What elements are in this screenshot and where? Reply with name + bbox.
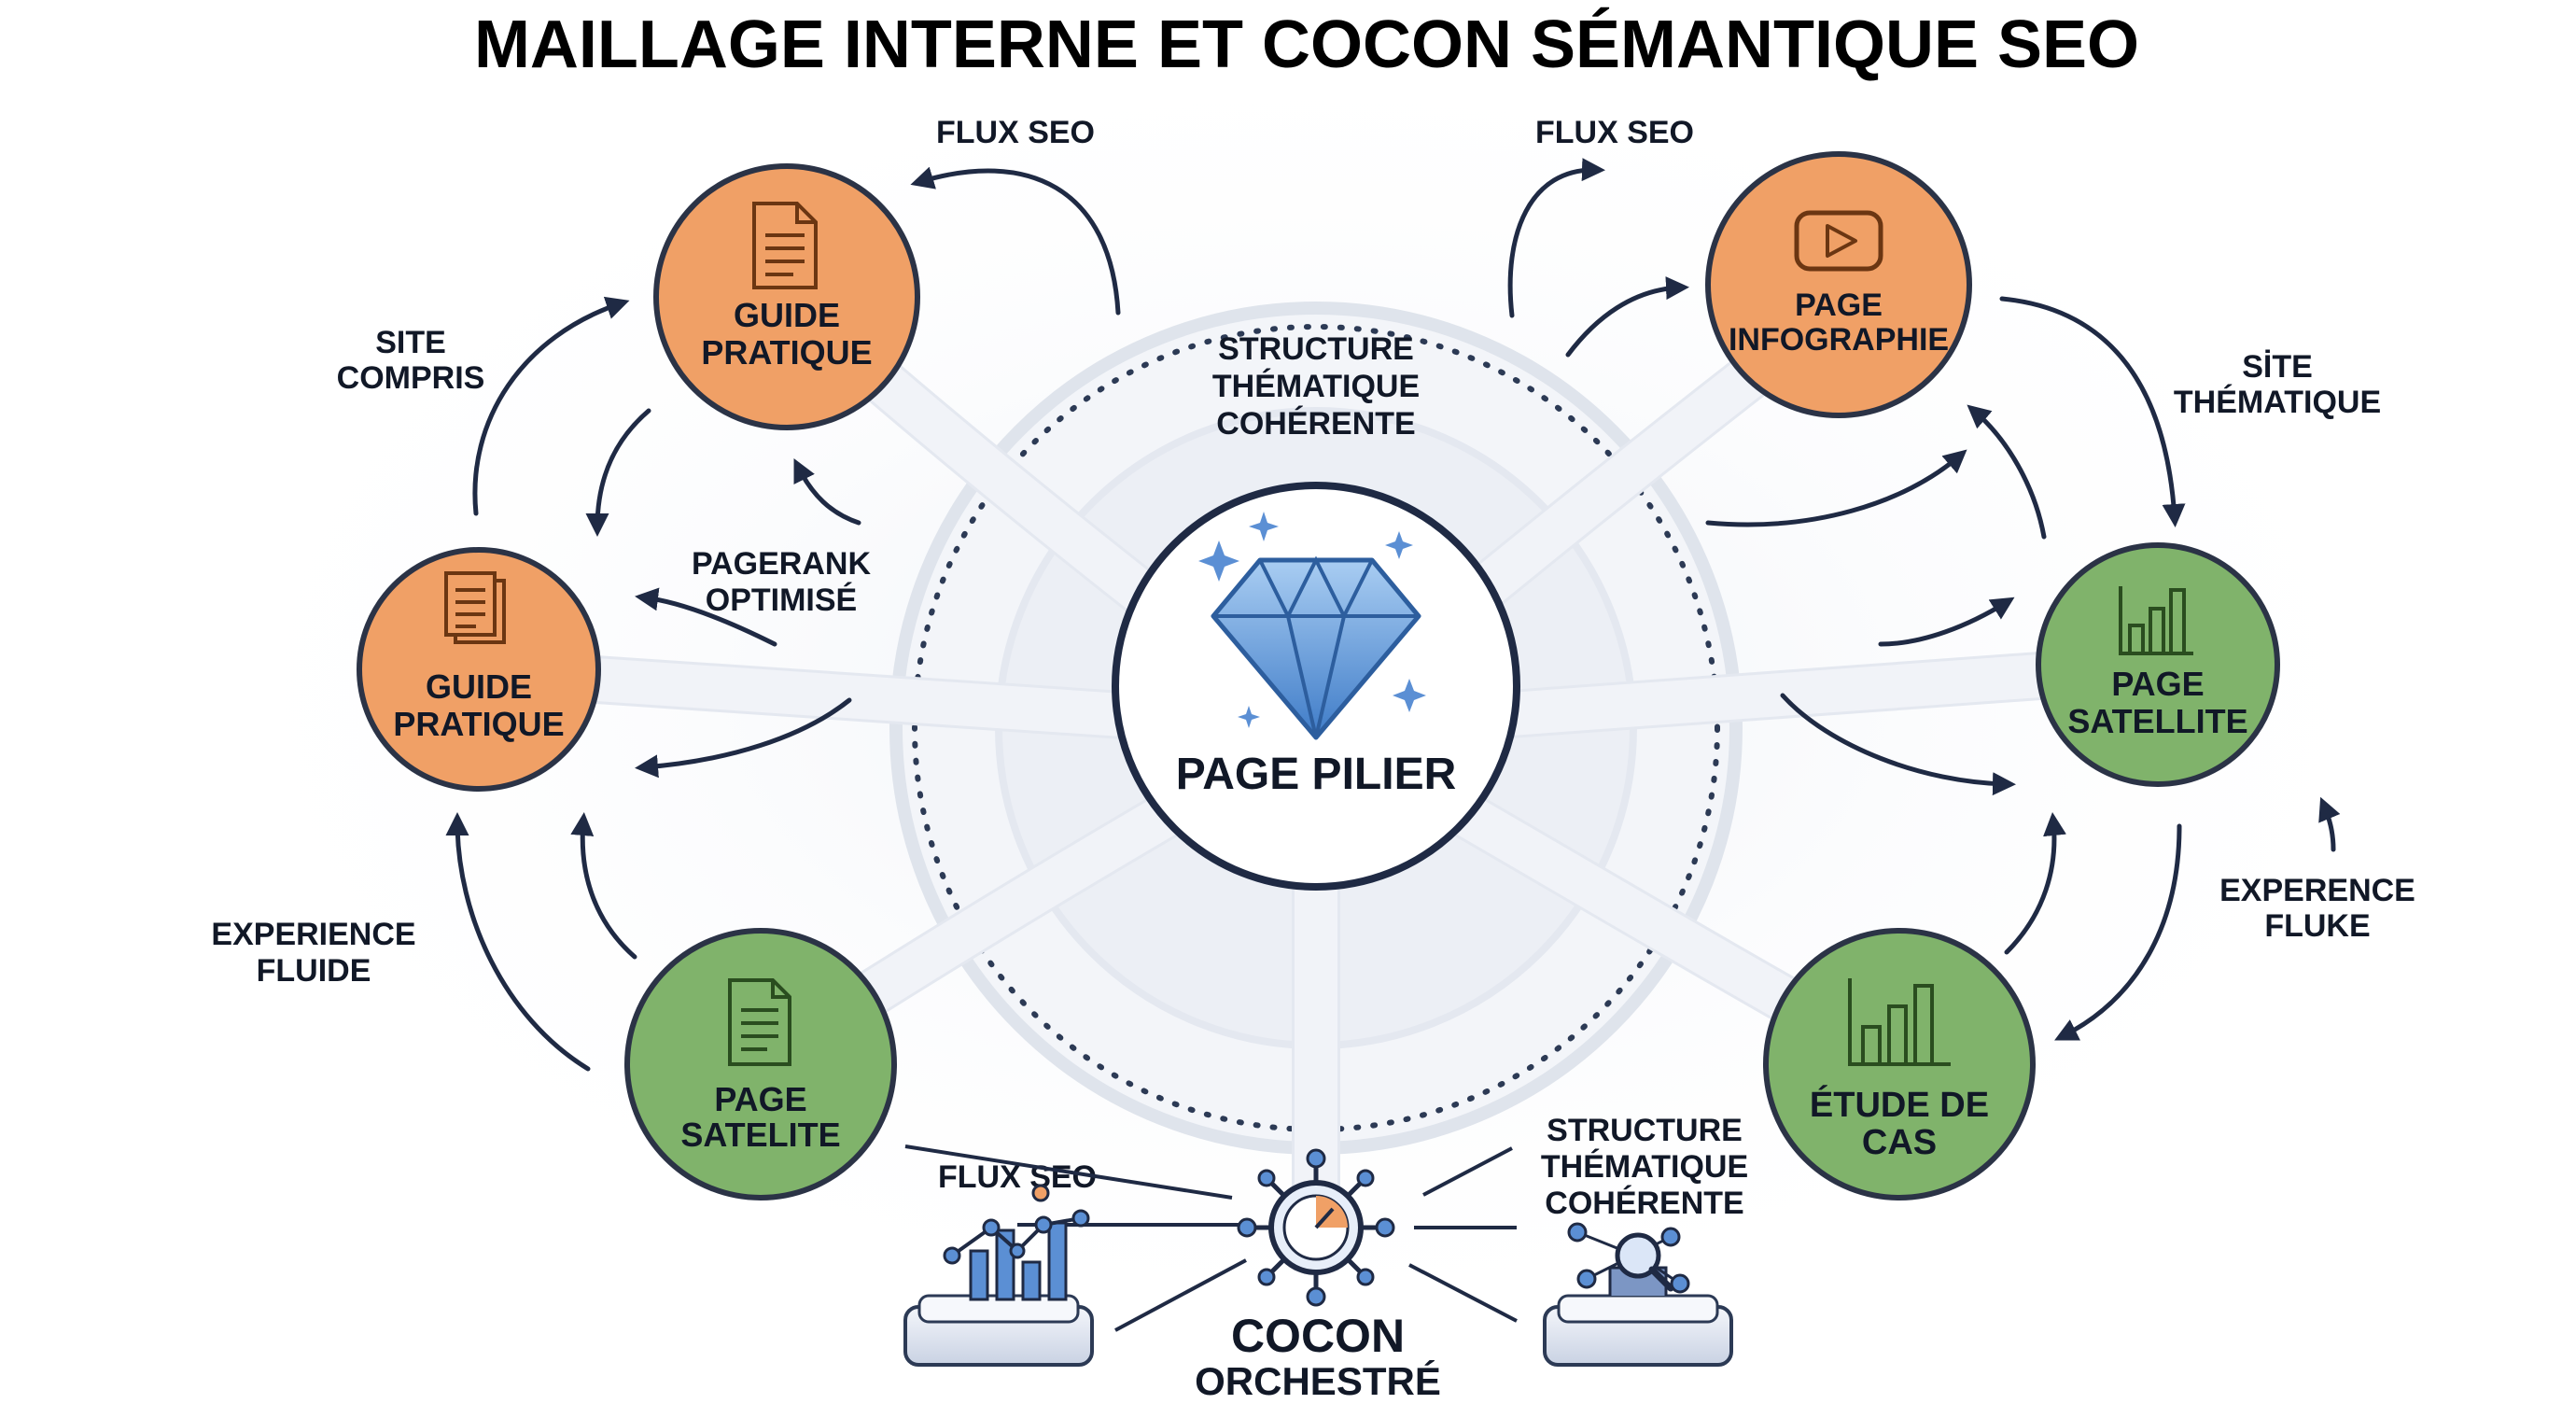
structure-bottom-label: COHÉRENTE <box>1545 1186 1743 1221</box>
bar-chart-icon <box>1848 978 1951 1066</box>
experience-right-label: FLUKE <box>2264 908 2370 944</box>
pagerank-label: OPTIMISÉ <box>706 583 857 618</box>
node-etude-de-cas[interactable]: ÉTUDE DE CAS <box>1763 928 2036 1200</box>
ring-label: STRUCTURE THÉMATIQUE COHÉRENTE <box>1212 331 1420 442</box>
document-icon <box>728 978 791 1066</box>
cocon-orchestre-label: COCON ORCHESTRÉ <box>1195 1310 1441 1403</box>
diamond-icon <box>1198 512 1426 740</box>
flux-seo-label: FLUX SEO <box>936 115 1095 150</box>
svg-text:PAGE: PAGE <box>714 1080 806 1118</box>
svg-text:PRATIQUE: PRATIQUE <box>393 705 564 743</box>
experience-right-label: EXPERENCE <box>2219 873 2415 908</box>
svg-text:GUIDE: GUIDE <box>426 667 532 706</box>
site-compris-label: SITE <box>375 325 446 360</box>
node-page-satelite[interactable]: PAGE SATELITE <box>624 928 897 1200</box>
site-thematique-label: THÉMATIQUE <box>2174 385 2381 420</box>
video-play-icon <box>1794 210 1883 272</box>
experience-fluide-label: EXPERIENCE <box>211 917 415 952</box>
page-title: MAILLAGE INTERNE ET COCON SÉMANTIQUE SEO <box>474 7 2139 82</box>
site-compris-label: COMPRIS <box>337 360 485 396</box>
floating-labels: FLUX SEO FLUX SEO SITE COMPRIS SİTE THÉM… <box>211 115 2415 1221</box>
bar-chart-icon <box>2119 586 2193 655</box>
documents-icon <box>444 571 506 644</box>
node-page-satellite[interactable]: PAGE SATELLITE <box>2036 542 2280 787</box>
svg-text:INFOGRAPHIE: INFOGRAPHIE <box>1729 322 1949 358</box>
svg-text:SATELLITE: SATELLITE <box>2067 702 2247 740</box>
svg-text:PAGE: PAGE <box>1795 288 1883 323</box>
svg-text:PRATIQUE: PRATIQUE <box>701 333 872 372</box>
document-icon <box>752 202 818 289</box>
svg-text:GUIDE: GUIDE <box>734 296 840 334</box>
svg-text:PAGE: PAGE <box>2111 665 2204 703</box>
network-search-icon <box>1543 1222 1733 1367</box>
growth-chart-icon <box>903 1184 1094 1367</box>
center-node-page-pilier[interactable]: PAGE PILIER <box>1112 482 1520 891</box>
svg-text:THÉMATIQUE: THÉMATIQUE <box>1212 369 1420 404</box>
center-label: PAGE PILIER <box>1176 750 1457 799</box>
timer-gear-icon[interactable] <box>1237 1148 1395 1307</box>
experience-fluide-label: FLUIDE <box>257 953 371 989</box>
structure-bottom-label: STRUCTURE <box>1547 1113 1743 1148</box>
flux-seo-label: FLUX SEO <box>1535 115 1694 150</box>
svg-text:STRUCTURE: STRUCTURE <box>1218 331 1414 367</box>
svg-text:COCON: COCON <box>1231 1310 1405 1362</box>
svg-text:ORCHESTRÉ: ORCHESTRÉ <box>1195 1359 1441 1403</box>
svg-text:SATELITE: SATELITE <box>680 1116 840 1154</box>
site-thematique-label: SİTE <box>2242 349 2313 385</box>
svg-text:COHÉRENTE: COHÉRENTE <box>1216 406 1415 442</box>
node-guide-pratique-left[interactable]: GUIDE PRATIQUE <box>357 547 601 792</box>
structure-bottom-label: THÉMATIQUE <box>1541 1149 1748 1185</box>
node-page-infographie[interactable]: PAGE INFOGRAPHIE <box>1705 151 1972 418</box>
svg-text:ÉTUDE DE: ÉTUDE DE <box>1810 1084 1989 1125</box>
svg-text:CAS: CAS <box>1862 1123 1937 1162</box>
flow-arrows <box>445 158 2341 1072</box>
node-guide-pratique-top[interactable]: GUIDE PRATIQUE <box>653 163 920 430</box>
pagerank-label: PAGERANK <box>692 546 871 582</box>
